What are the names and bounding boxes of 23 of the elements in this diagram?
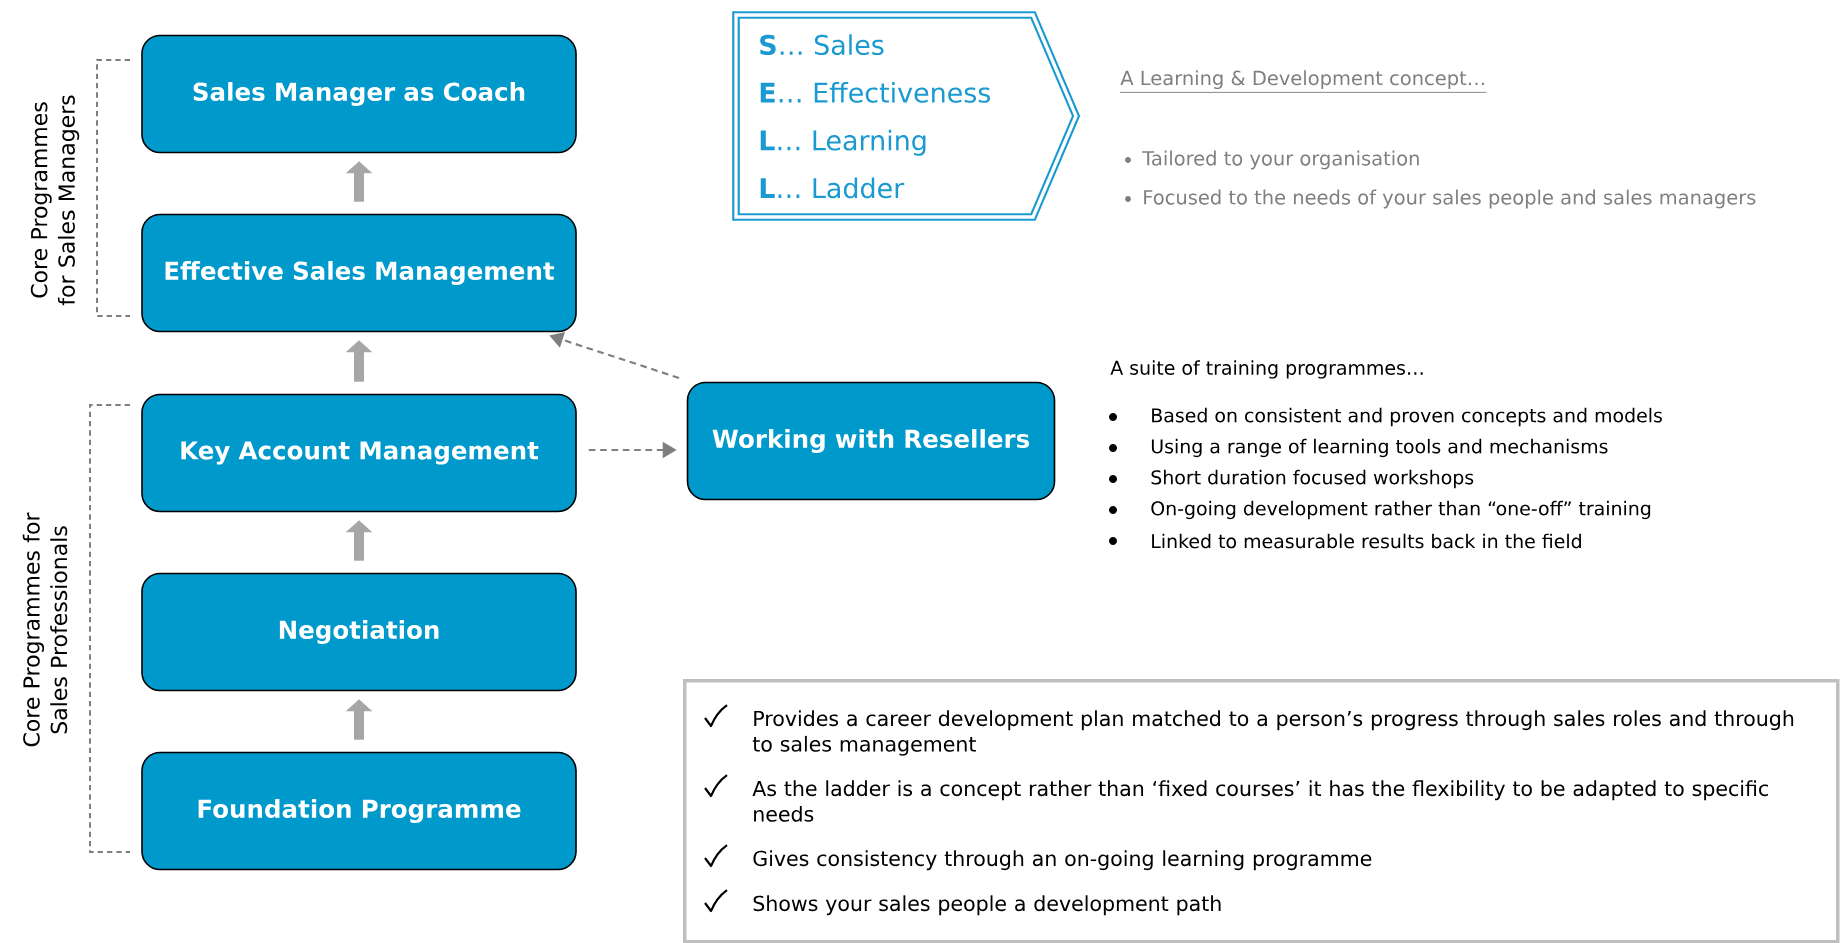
checklist-item: Provides a career development plan matched to a person’s progress through sales roles and through to sales management [752, 710, 1794, 756]
program-box: Sales Manager as Coach [141, 34, 577, 154]
pentagon-banner: S… Sales E… Effectiveness L… Learning L… Ladder [732, 11, 1081, 221]
bullet-text: Linked to measurable results back in the field [1152, 533, 1581, 549]
checklist-item: Gives consistency through an on-going learning programme [753, 850, 1372, 871]
checklist-item: As the ladder is a concept rather than ‘fixed courses’ it has the flexibility to be adapted to specific needs [752, 780, 1768, 822]
bullet-text: Short duration focused workshops [1151, 469, 1474, 489]
program-box: Foundation Programme [141, 751, 577, 871]
checklist-panel [683, 679, 1840, 943]
text-heading: A suite of training programmes… [1110, 360, 1423, 379]
bullet-text: Using a range of learning tools and mechanisms [1151, 438, 1608, 458]
checklist-item: Shows your sales people a development path [753, 895, 1221, 916]
bullet-text: Focused to the needs of your sales people and sales managers [1144, 189, 1756, 209]
bullet-text: Tailored to your organisation [1142, 150, 1419, 170]
program-box: Key Account Management [141, 393, 577, 513]
bullet-text: Based on consistent and proven concepts and models [1152, 407, 1662, 427]
underlined-heading: A Learning & Development concept… [1119, 70, 1487, 93]
bullet-text: On-going development rather than “one-off” training [1151, 500, 1651, 520]
bracket-label: Core Programmes for Sales Professionals [22, 512, 68, 747]
program-box: Working with Resellers [686, 381, 1056, 501]
program-box: Effective Sales Management [141, 213, 577, 333]
program-box: Negotiation [141, 572, 577, 692]
bracket-label: Core Programmes for Sales Managers [30, 95, 80, 306]
